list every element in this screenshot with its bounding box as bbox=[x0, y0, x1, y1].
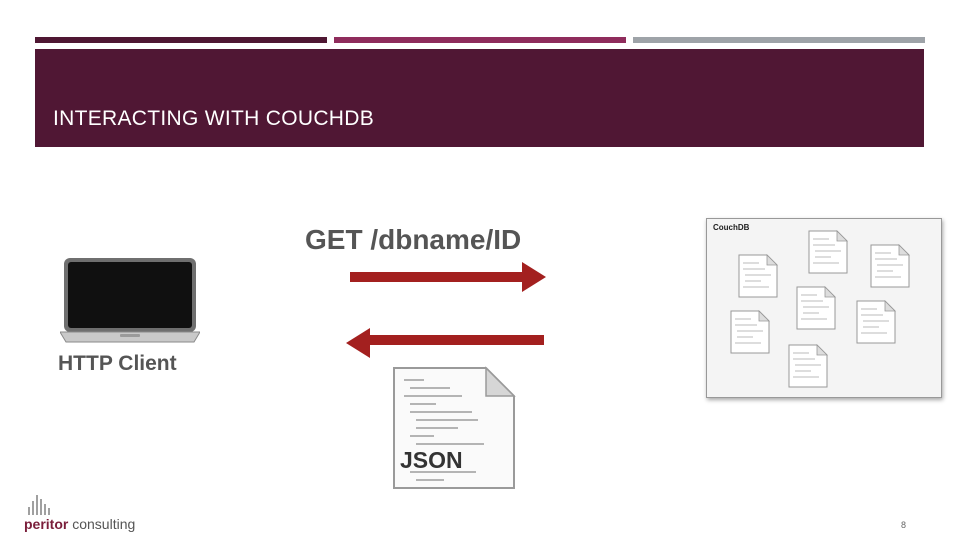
accent-bar-1 bbox=[35, 37, 327, 43]
logo-brand: peritor bbox=[24, 516, 69, 532]
document-icon bbox=[855, 299, 897, 350]
accent-bar-2 bbox=[334, 37, 626, 43]
http-client-label: HTTP Client bbox=[58, 352, 177, 375]
request-label: GET /dbname/ID bbox=[305, 224, 522, 255]
couchdb-label: CouchDB bbox=[713, 223, 750, 232]
page-number: 8 bbox=[901, 520, 907, 530]
document-icon bbox=[787, 343, 829, 394]
json-document-icon bbox=[388, 362, 520, 499]
slide-title: INTERACTING WITH COUCHDB bbox=[53, 107, 375, 130]
logo-suffix: consulting bbox=[72, 516, 136, 532]
document-icon bbox=[795, 285, 837, 336]
laptop-icon bbox=[59, 258, 201, 349]
document-icon bbox=[729, 309, 771, 360]
document-icon bbox=[737, 253, 779, 304]
title-header: INTERACTING WITH COUCHDB bbox=[35, 49, 924, 147]
couchdb-server-box: CouchDB bbox=[706, 218, 942, 398]
json-label: JSON bbox=[400, 447, 463, 473]
accent-bar-3 bbox=[633, 37, 925, 43]
document-icon bbox=[807, 229, 849, 280]
company-logo: peritor consulting bbox=[24, 516, 135, 532]
arrow-left-icon bbox=[346, 328, 544, 363]
logo-bars-icon bbox=[23, 493, 63, 522]
arrow-right-icon bbox=[350, 262, 546, 297]
document-icon bbox=[869, 243, 911, 294]
